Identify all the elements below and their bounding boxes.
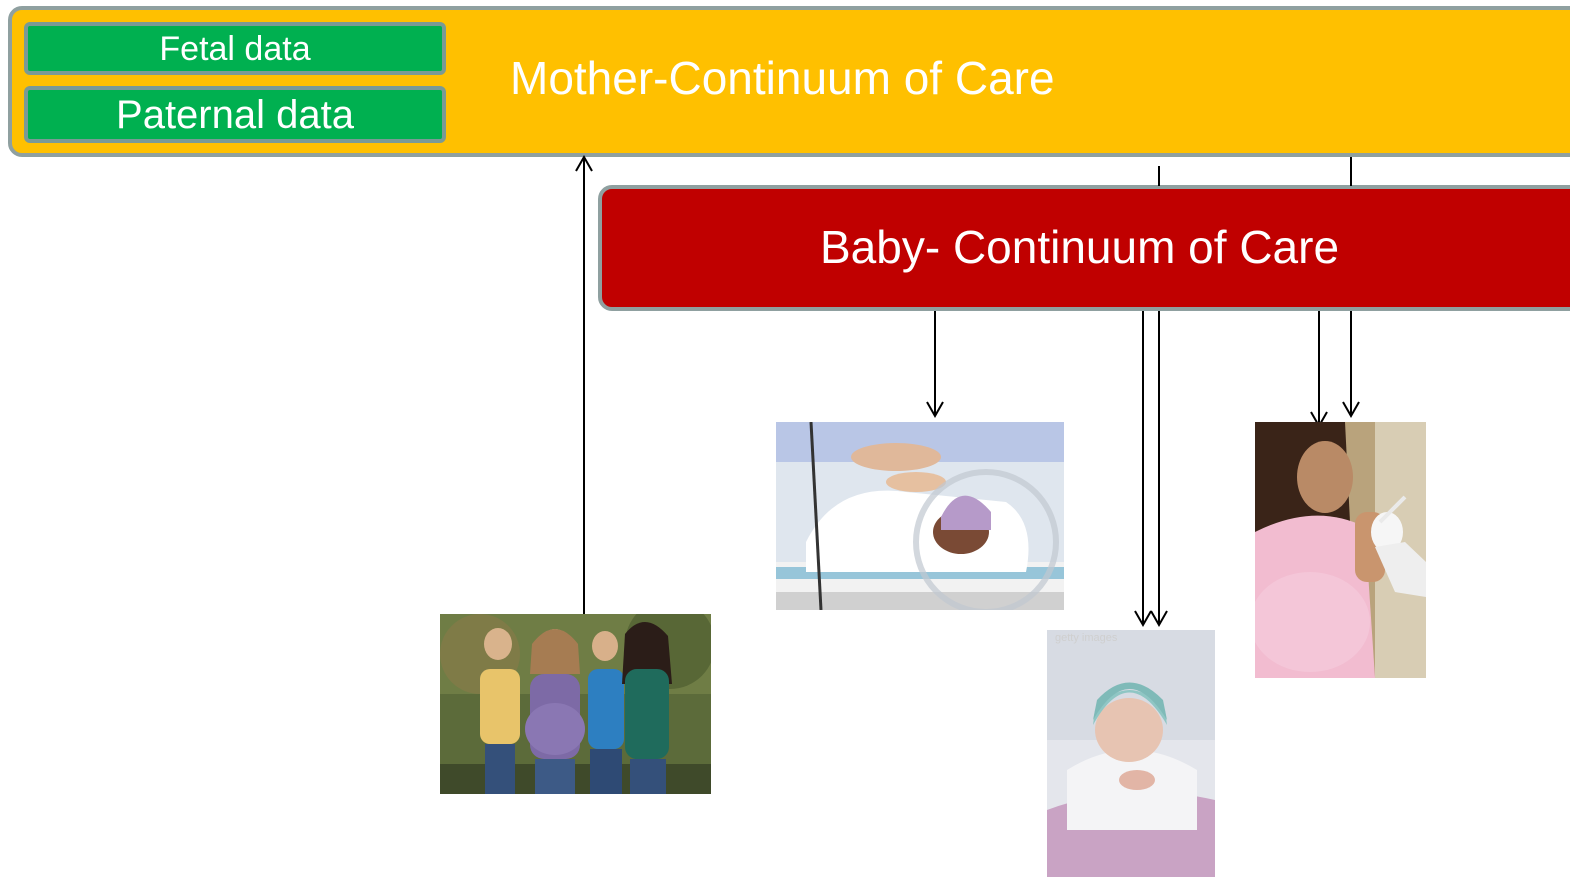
photo-vaccination [1255,422,1426,678]
photo-newborn-baby: getty images [1047,630,1215,877]
paternal-data-pill: Paternal data [24,86,446,143]
photo-mothers-group [440,614,711,794]
fetal-data-pill: Fetal data [24,22,446,75]
arrowhead-down [926,401,944,419]
getty-watermark: getty images [1055,632,1118,644]
photo-incubator-baby [776,422,1064,610]
baby-continuum-title: Baby- Continuum of Care [820,221,1340,273]
mother-continuum-title: Mother-Continuum of Care [510,52,1055,104]
baby-continuum-box [598,185,1570,311]
arrowhead-down [1134,610,1152,628]
arrowhead-down [1342,401,1360,419]
arrowhead-up [575,154,593,172]
arrowhead-down [1150,610,1168,628]
